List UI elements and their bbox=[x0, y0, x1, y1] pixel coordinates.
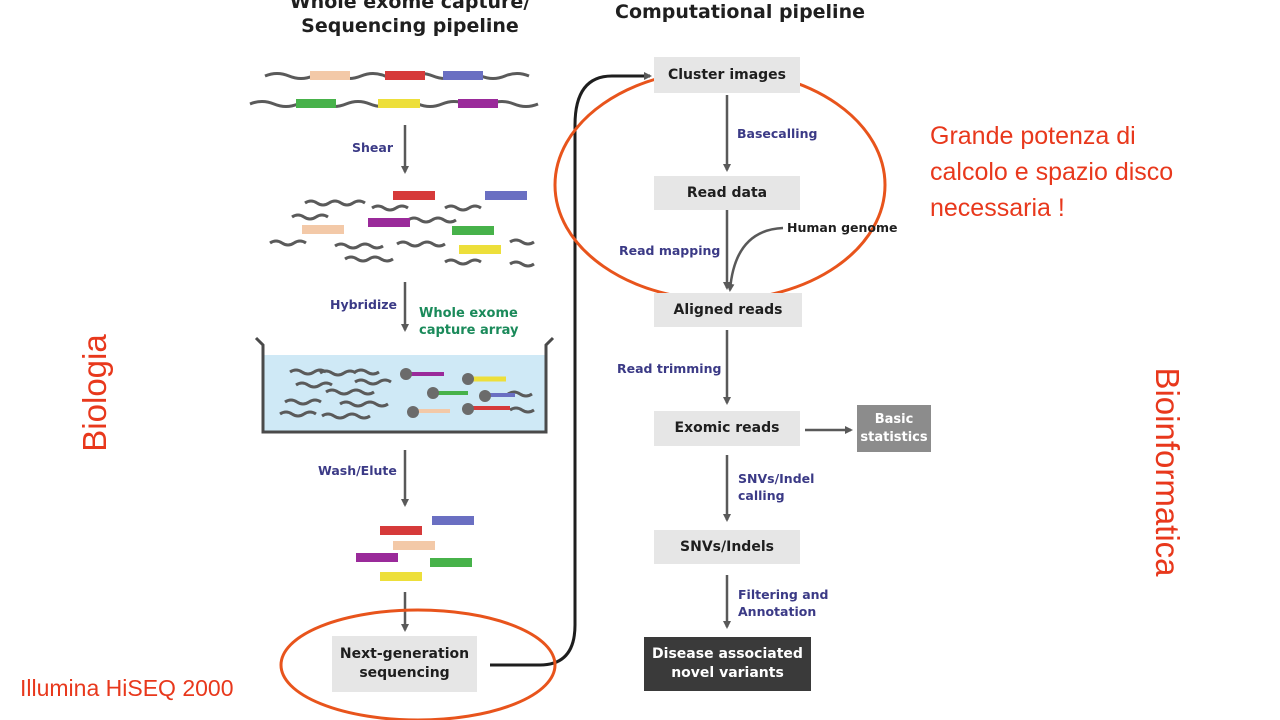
capture-beads bbox=[400, 368, 515, 418]
step-label-read-mapping: Read mapping bbox=[619, 243, 721, 258]
sheared-fragments-squiggles bbox=[269, 199, 535, 268]
sheared-fragments-colored bbox=[302, 191, 527, 254]
capture-bead bbox=[400, 368, 412, 380]
cluster-images-box: Cluster images bbox=[654, 57, 800, 93]
exon-bar bbox=[296, 99, 336, 108]
step-label-hybridize: Hybridize bbox=[330, 297, 397, 312]
step-label-read-trimming: Read trimming bbox=[617, 361, 722, 376]
exon-bar bbox=[385, 71, 425, 80]
step-label-wash-elute: Wash/Elute bbox=[318, 463, 397, 478]
tank-walls bbox=[254, 336, 555, 434]
aligned-reads-box: Aligned reads bbox=[654, 293, 802, 327]
exomic-reads-box: Exomic reads bbox=[654, 411, 800, 446]
bioinformatica-label: Bioinformatica bbox=[1149, 367, 1186, 577]
capture-bead bbox=[407, 406, 419, 418]
exon-bar bbox=[458, 99, 498, 108]
snvs-indels-box: SNVs/Indels bbox=[654, 530, 800, 564]
next-gen-sequencing-box: Next-generation sequencing bbox=[332, 636, 477, 692]
right-title: Computational pipeline bbox=[615, 1, 865, 23]
left-title: Whole exome capture/ Sequencing pipeline bbox=[289, 0, 531, 37]
step-label-shear: Shear bbox=[352, 140, 393, 155]
capture-bead bbox=[479, 390, 491, 402]
machine-label: Illumina HiSEQ 2000 bbox=[20, 675, 234, 701]
eluted-exons bbox=[356, 516, 474, 581]
capture-tank bbox=[254, 336, 555, 434]
exon-bar bbox=[378, 99, 420, 108]
step-label-basecalling: Basecalling bbox=[737, 126, 818, 141]
computational-arrows bbox=[723, 95, 853, 629]
step-label-snv-calling: SNVs/Indel calling bbox=[738, 471, 815, 503]
tank-fragments bbox=[279, 368, 535, 420]
exon-segments bbox=[296, 71, 498, 108]
arrow-human-genome bbox=[726, 226, 784, 292]
capture-bead bbox=[462, 403, 474, 415]
sequencer-ellipse bbox=[279, 608, 557, 720]
read-data-box: Read data bbox=[654, 176, 800, 210]
disease-variants-box: Disease associated novel variants bbox=[644, 637, 811, 691]
biologia-label: Biologia bbox=[76, 334, 113, 452]
capture-bead bbox=[462, 373, 474, 385]
human-genome-label: Human genome bbox=[787, 220, 898, 235]
basic-statistics-box: Basic statistics bbox=[857, 405, 931, 452]
step-label-filtering: Filtering and Annotation bbox=[738, 587, 829, 619]
capture-bead bbox=[427, 387, 439, 399]
capture-array-label: Whole exome capture array bbox=[419, 306, 519, 338]
exon-bar bbox=[443, 71, 483, 80]
compute-requirements-note: Grande potenza di calcolo e spazio disco… bbox=[930, 122, 1174, 222]
exon-bar bbox=[310, 71, 350, 80]
